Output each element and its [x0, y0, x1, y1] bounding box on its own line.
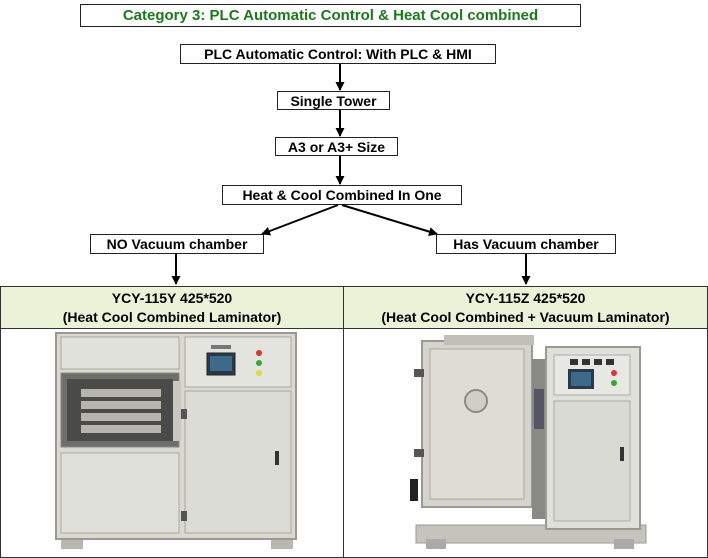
product-image-cell-right	[343, 328, 708, 558]
product-header-right: YCY-115Z 425*520 (Heat Cool Combined + V…	[343, 286, 708, 329]
product-image-cell-left	[0, 328, 344, 558]
product-description-left: (Heat Cool Combined Laminator)	[62, 308, 282, 325]
product-model-left: YCY-115Y 425*520	[111, 289, 233, 306]
product-description-right: (Heat Cool Combined + Vacuum Laminator)	[381, 308, 670, 325]
flow-step-plc-control: PLC Automatic Control: With PLC & HMI	[180, 44, 496, 64]
flow-step-heat-cool: Heat & Cool Combined In One	[222, 185, 462, 205]
arrow-step4-to-right	[341, 204, 438, 236]
flow-branch-no-vacuum: NO Vacuum chamber	[90, 234, 264, 254]
category-title: Category 3: PLC Automatic Control & Heat…	[80, 4, 581, 27]
flow-step-size: A3 or A3+ Size	[275, 137, 398, 156]
vacuum-laminator-machine-image	[410, 335, 647, 549]
flow-branch-has-vacuum: Has Vacuum chamber	[436, 234, 616, 254]
arrow-step4-to-left	[261, 204, 339, 236]
product-header-left: YCY-115Y 425*520 (Heat Cool Combined Lam…	[0, 286, 344, 329]
laminator-machine-image	[55, 332, 297, 549]
flow-step-single-tower: Single Tower	[277, 91, 390, 110]
product-model-right: YCY-115Z 425*520	[465, 289, 586, 306]
